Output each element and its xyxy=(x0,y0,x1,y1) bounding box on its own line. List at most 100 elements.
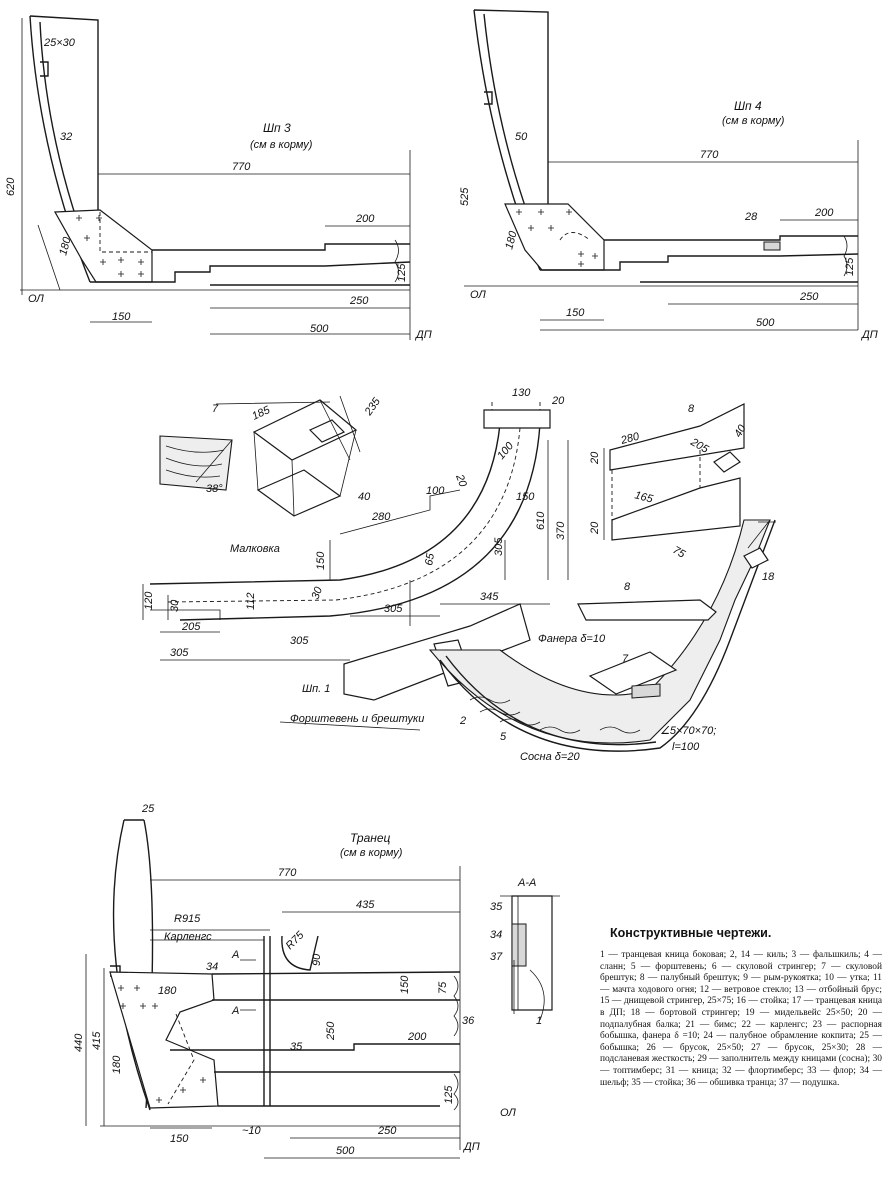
frame-4-dim-500: 500 xyxy=(756,317,775,329)
frame-3-subtitle: (см в корму) xyxy=(250,139,313,151)
legend-title: Конструктивные чертежи. xyxy=(610,926,772,940)
frame-4-centerline: ДП xyxy=(860,329,878,341)
stem-dim-120: 120 xyxy=(143,591,155,610)
frame-4-dim-525: 525 xyxy=(459,187,471,206)
transom-dim-415: 415 xyxy=(91,1031,103,1050)
stem-part-7a: 7 xyxy=(212,403,219,415)
stem-part-2: 2 xyxy=(459,715,466,727)
transom-dim-770: 770 xyxy=(278,867,297,879)
transom-dim-35: 35 xyxy=(290,1041,303,1053)
frame-4-title: Шп 4 xyxy=(734,99,762,113)
section-part-1: 1 xyxy=(536,1015,542,1027)
stem-dim-30b: 30 xyxy=(310,585,326,601)
transom-r915: R915 xyxy=(174,913,201,925)
stem-dim-235: 235 xyxy=(362,395,383,418)
stem-drawing xyxy=(142,395,776,752)
stem-dim-38: 38° xyxy=(206,483,223,495)
transom-dim-200: 200 xyxy=(407,1031,427,1043)
frame-3-dim-250: 250 xyxy=(349,295,369,307)
frame-4-subtitle: (см в корму) xyxy=(722,115,785,127)
stem-dim-305c: 305 xyxy=(290,635,309,647)
stem-dim-20c: 20 xyxy=(589,451,601,465)
stem-dim-112: 112 xyxy=(245,592,257,610)
transom-drawing xyxy=(85,819,560,1159)
stem-caption: Форштевень и брештуки xyxy=(290,713,424,725)
section-part-37: 37 xyxy=(490,951,503,963)
frame-3-baseline: ОЛ xyxy=(28,293,44,305)
transom-dim-435: 435 xyxy=(356,899,375,911)
stem-frame-1: Шп. 1 xyxy=(302,683,330,695)
stem-dim-305: 305 xyxy=(493,537,505,556)
stem-dim-65: 65 xyxy=(423,552,437,567)
stem-dim-130: 130 xyxy=(512,387,531,399)
frame-4-drawing xyxy=(464,9,859,331)
stem-dim-165: 165 xyxy=(633,489,655,506)
frame-4-dim-200: 200 xyxy=(814,207,834,219)
transom-dim-75: 75 xyxy=(437,981,449,994)
frame-3-dim-200: 200 xyxy=(355,213,375,225)
frame-4-dim-150: 150 xyxy=(566,307,585,319)
stem-dim-280b: 280 xyxy=(619,430,642,447)
transom-mark-a2: А xyxy=(231,1005,239,1017)
stem-plywood: Фанера δ=10 xyxy=(538,633,606,645)
stem-dim-100: 100 xyxy=(495,439,517,461)
frame-3-dim-770: 770 xyxy=(232,161,251,173)
frame-3-dim-180: 180 xyxy=(57,235,74,257)
stem-dim-305b: 305 xyxy=(384,603,403,615)
transom-dim-180: 180 xyxy=(158,985,177,997)
stem-angle: ∠5×70×70; xyxy=(660,725,716,737)
transom-dim-125: 125 xyxy=(443,1085,455,1104)
transom-dim-500: 500 xyxy=(336,1145,355,1157)
frame-3-drawing xyxy=(20,15,411,340)
frame-4-baseline: ОЛ xyxy=(470,289,486,301)
stem-part-18: 18 xyxy=(762,571,775,583)
stem-pine: Сосна δ=20 xyxy=(520,751,580,763)
frame-3-dim-32: 32 xyxy=(60,131,72,143)
frame-4-dim-50: 50 xyxy=(515,131,528,143)
stem-dim-305d: 305 xyxy=(170,647,189,659)
stem-dim-280: 280 xyxy=(371,511,391,523)
stem-dim-205: 205 xyxy=(181,621,201,633)
stem-dim-345: 345 xyxy=(480,591,499,603)
transom-dim-150b: 150 xyxy=(170,1133,189,1145)
transom-dim-250b: 250 xyxy=(377,1125,397,1137)
transom-dim-90: 90 xyxy=(311,953,323,966)
transom-dim-440: 440 xyxy=(73,1033,85,1052)
transom-mark-a1: А xyxy=(231,949,239,961)
transom-dim-25: 25 xyxy=(141,803,155,815)
frame-3-dim-620: 620 xyxy=(5,177,17,196)
stem-dim-150: 150 xyxy=(516,491,535,503)
section-title: А-А xyxy=(517,877,536,889)
frame-3-dim-150: 150 xyxy=(112,311,131,323)
transom-r75: R75 xyxy=(284,929,307,952)
stem-dim-75: 75 xyxy=(671,544,688,561)
transom-subtitle: (см в корму) xyxy=(340,847,403,859)
transom-dim-36: 36 xyxy=(462,1015,475,1027)
transom-dim-10: ~10 xyxy=(242,1125,262,1137)
stem-dim-30: 30 xyxy=(169,599,181,612)
stem-dim-100b: 100 xyxy=(426,485,445,497)
stem-part-8b: 8 xyxy=(624,581,631,593)
stem-part-7b: 7 xyxy=(622,653,629,665)
frame-3-centerline: ДП xyxy=(414,329,432,341)
transom-dim-150: 150 xyxy=(399,975,411,994)
frame-3-dim-25x30: 25×30 xyxy=(43,37,76,49)
section-part-34: 34 xyxy=(490,929,502,941)
transom-karlengs: Карленгс xyxy=(164,931,212,943)
frame-3-dim-500: 500 xyxy=(310,323,329,335)
frame-4-dim-770: 770 xyxy=(700,149,719,161)
frame-3-dim-125: 125 xyxy=(396,263,408,282)
frame-4-dim-28: 28 xyxy=(744,211,758,223)
transom-dim-250: 250 xyxy=(325,1021,337,1041)
frame-3-title: Шп 3 xyxy=(263,121,291,135)
stem-dim-370: 370 xyxy=(555,521,567,540)
legend-text: 1 — транцевая кница боковая; 2, 14 — кил… xyxy=(600,950,882,1088)
transom-dim-180b: 180 xyxy=(111,1055,123,1074)
frame-4-dim-180: 180 xyxy=(503,229,520,251)
frame-4-dim-125: 125 xyxy=(844,257,856,276)
stem-dim-20a: 20 xyxy=(551,395,565,407)
stem-dim-20b: 20 xyxy=(453,472,469,489)
stem-angle-length: l=100 xyxy=(672,741,700,753)
transom-title: Транец xyxy=(350,831,391,845)
